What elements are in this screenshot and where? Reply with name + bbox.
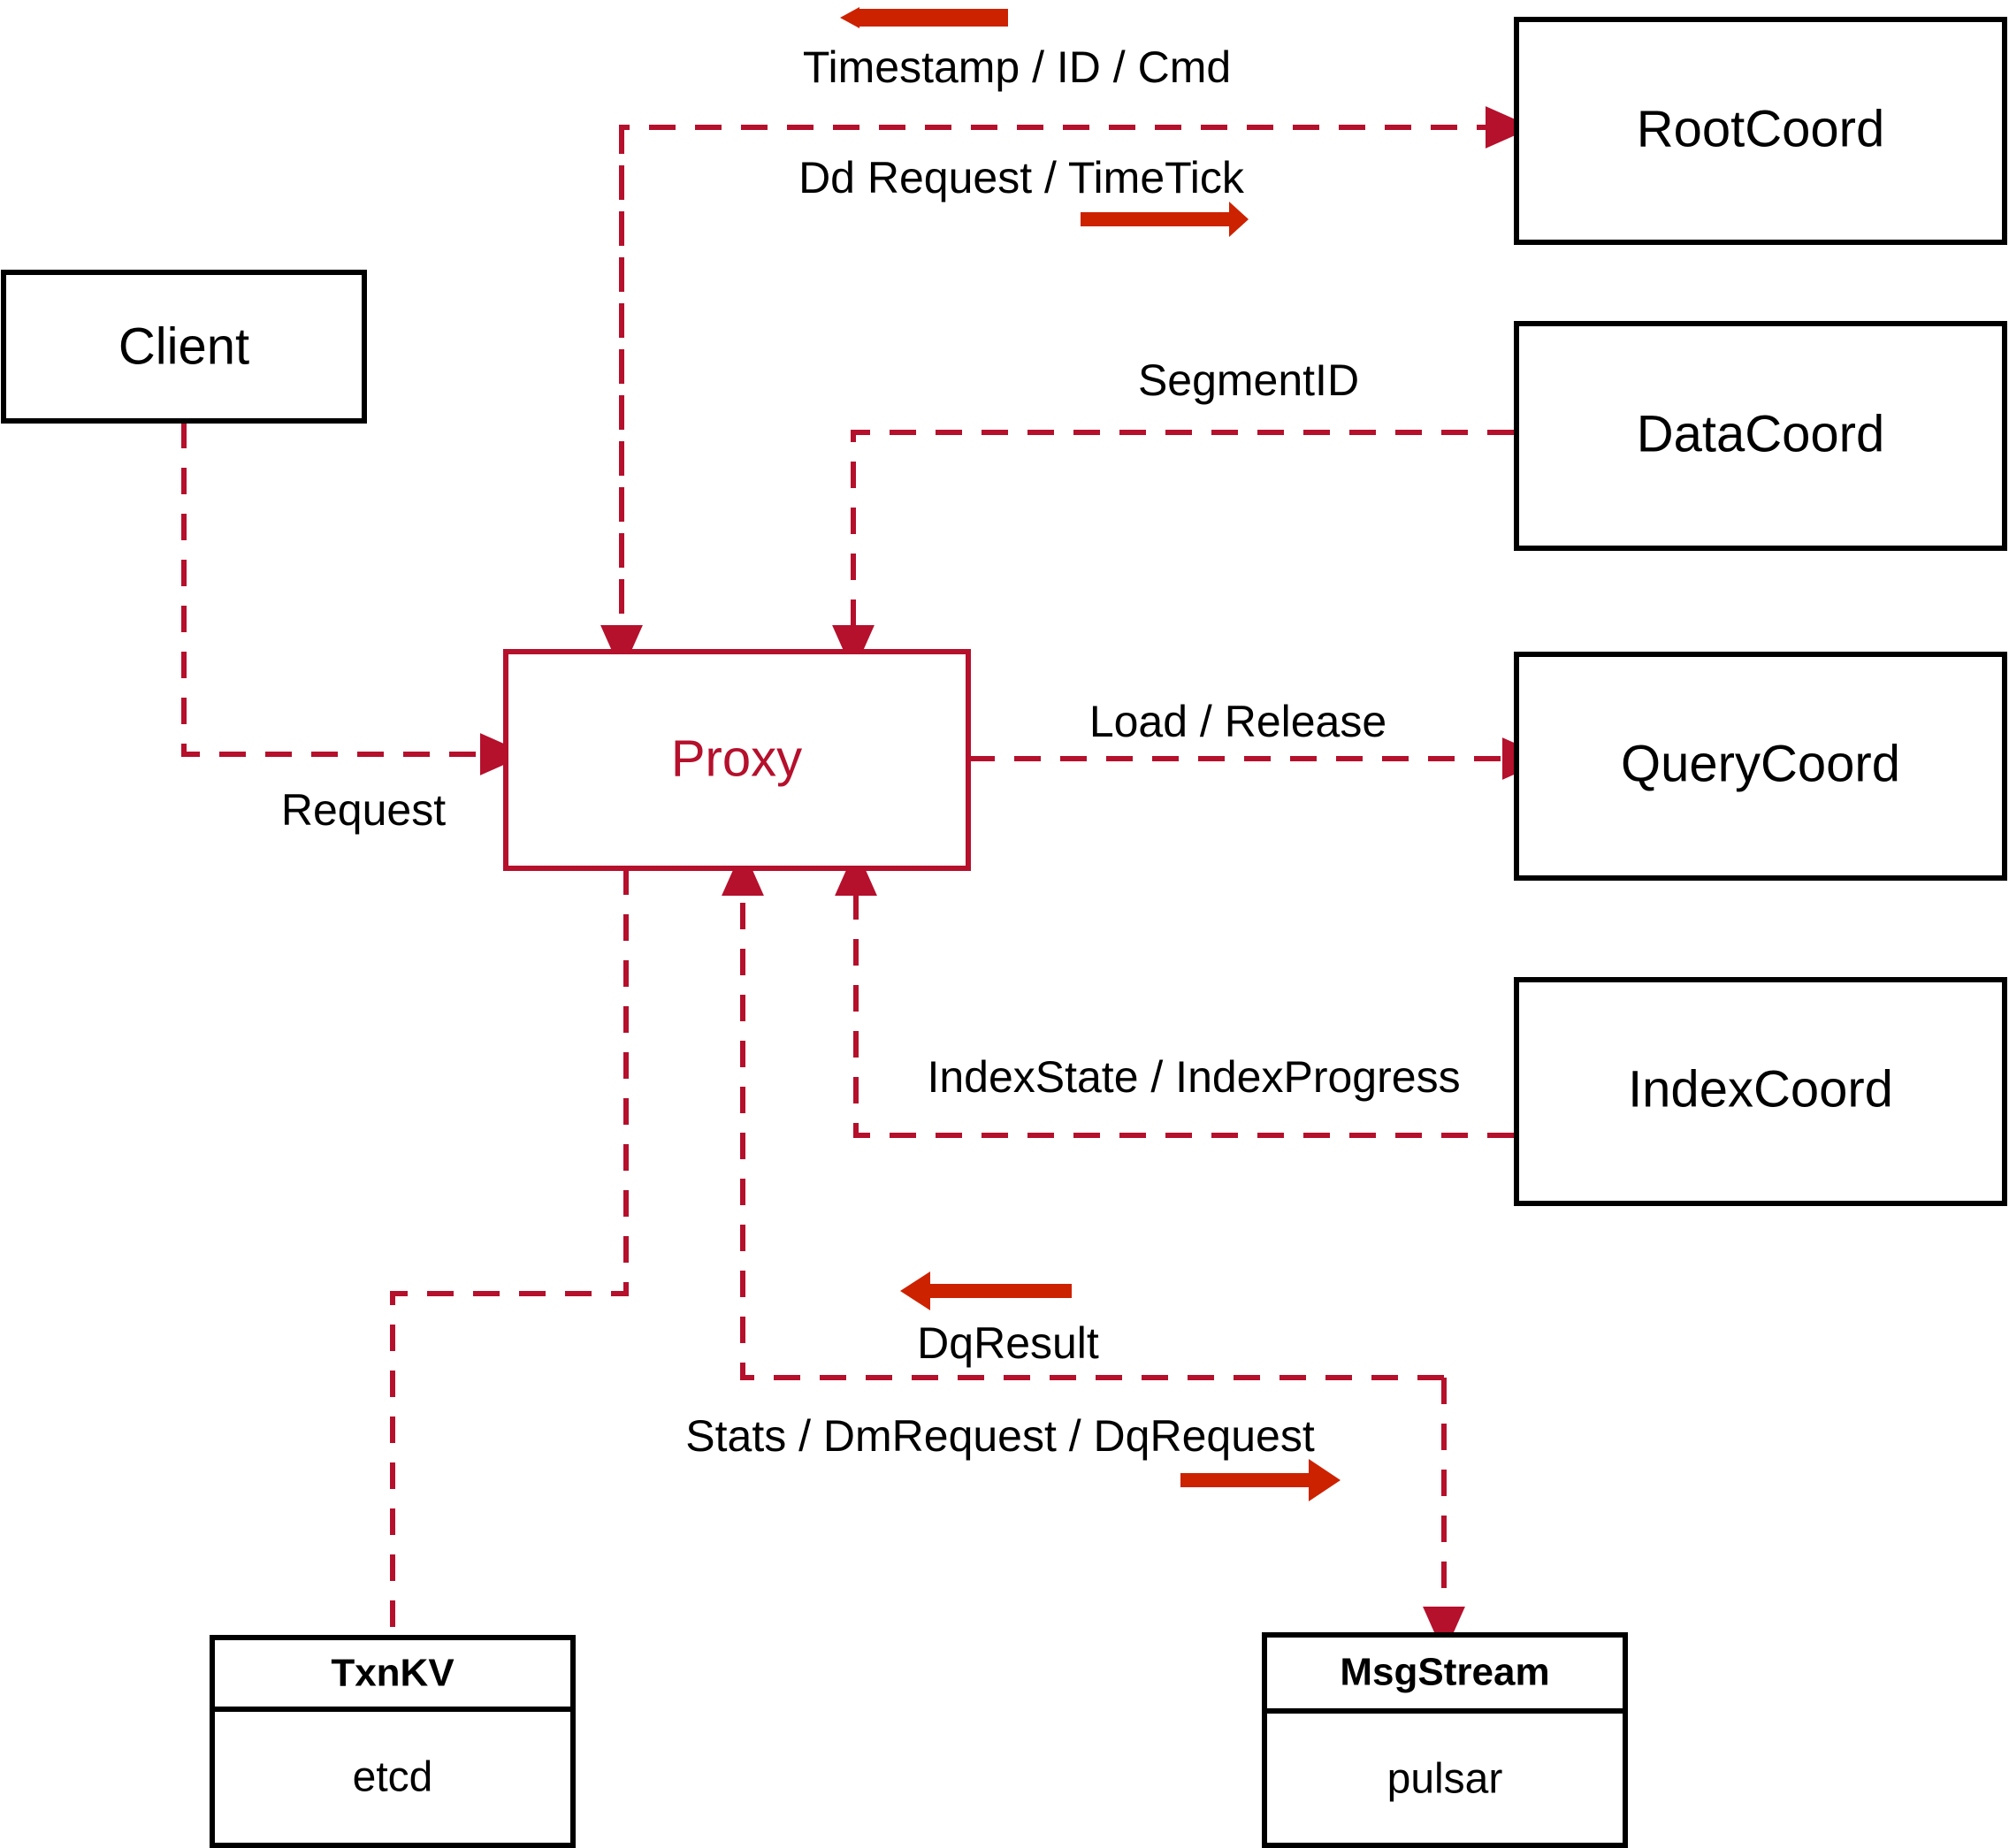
edge-request — [181, 422, 528, 775]
edge-label-dq-result: DqResult — [900, 1271, 1099, 1368]
node-client[interactable]: Client — [1, 270, 367, 424]
edge-label-text: Load / Release — [1089, 697, 1386, 746]
node-msgstream-label: MsgStream — [1340, 1651, 1549, 1694]
edge-label-text: Timestamp / ID / Cmd — [803, 42, 1231, 92]
edge-label-segment-id: SegmentID — [1138, 355, 1359, 405]
node-msgstream-impl: pulsar — [1387, 1756, 1503, 1803]
edge-dd-request-timetick — [619, 106, 1533, 652]
node-index-coord[interactable]: IndexCoord — [1514, 977, 2007, 1206]
arrow-right-icon — [1081, 202, 1249, 237]
edge-index-state — [835, 848, 1514, 1138]
edge-label-text: IndexState / IndexProgress — [927, 1052, 1460, 1102]
edge-label-text: Stats / DmRequest / DqRequest — [685, 1411, 1315, 1461]
edge-label-load-release: Load / Release — [1089, 697, 1386, 746]
node-txnkv-impl: etcd — [353, 1754, 433, 1801]
edge-proxy-txnkv — [390, 868, 629, 1635]
node-data-coord-label: DataCoord — [1637, 405, 1884, 462]
edge-label-text: SegmentID — [1138, 355, 1359, 405]
arrow-right-icon — [1180, 1459, 1341, 1501]
edge-label-request: Request — [281, 785, 446, 835]
node-root-coord-label: RootCoord — [1637, 100, 1884, 157]
arrow-left-icon — [840, 7, 1008, 28]
edge-segment-id — [832, 430, 1514, 673]
node-query-coord-label: QueryCoord — [1621, 735, 1900, 792]
node-index-coord-label: IndexCoord — [1628, 1060, 1893, 1118]
edge-label-dd-request-timetick: Dd Request / TimeTick — [798, 153, 1249, 237]
node-root-coord[interactable]: RootCoord — [1514, 17, 2007, 245]
edge-label-text: Request — [281, 785, 446, 835]
edge-label-timestamp-id-cmd: Timestamp / ID / Cmd — [803, 7, 1231, 92]
edge-label-index-state: IndexState / IndexProgress — [927, 1052, 1460, 1102]
node-proxy[interactable]: Proxy — [503, 649, 971, 871]
arrow-left-icon — [900, 1271, 1072, 1310]
edge-label-text: DqResult — [917, 1318, 1099, 1368]
node-txnkv[interactable]: TxnKV etcd — [210, 1635, 576, 1848]
node-msgstream[interactable]: MsgStream pulsar — [1262, 1632, 1628, 1848]
edge-dq-result — [722, 848, 1444, 1380]
node-txnkv-label: TxnKV — [331, 1652, 455, 1695]
node-data-coord[interactable]: DataCoord — [1514, 321, 2007, 551]
edge-label-text: Dd Request / TimeTick — [798, 153, 1245, 202]
node-client-label: Client — [118, 317, 249, 375]
node-query-coord[interactable]: QueryCoord — [1514, 652, 2007, 881]
node-proxy-label: Proxy — [671, 729, 802, 787]
edge-label-stats-dm-dq: Stats / DmRequest / DqRequest — [685, 1411, 1341, 1501]
